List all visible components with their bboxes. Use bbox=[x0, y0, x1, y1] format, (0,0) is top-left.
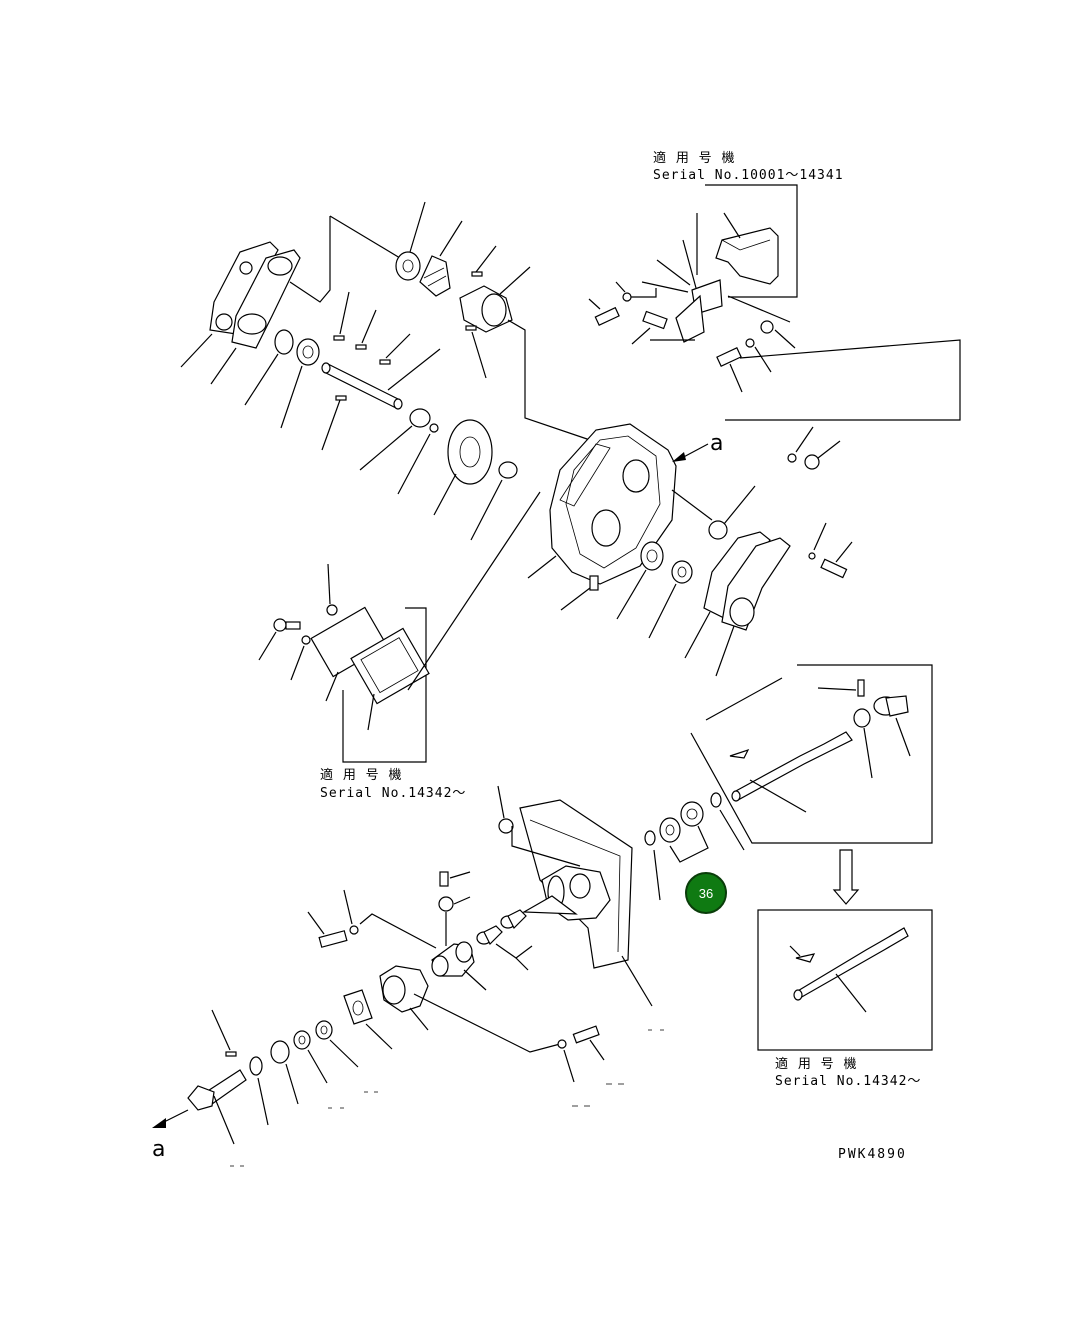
bolt-group-top bbox=[588, 281, 961, 421]
shaft-block-upper-right bbox=[690, 664, 933, 844]
retainer-group bbox=[343, 965, 561, 1053]
top-gear-group bbox=[395, 201, 497, 297]
serial-range-middle-left: Serial No.14342～ bbox=[320, 786, 466, 801]
center-gear-group bbox=[359, 408, 518, 541]
serial-range-top-right: Serial No.10001～14341 bbox=[653, 168, 844, 183]
callout-badge-label[interactable]: 36 bbox=[699, 886, 713, 901]
bolt-group-bottom bbox=[230, 1025, 664, 1167]
right-cover bbox=[684, 522, 853, 677]
output-shaft-group: a bbox=[152, 1009, 359, 1162]
bearing-group-mid bbox=[616, 541, 693, 639]
cover-bracket-assembly bbox=[641, 212, 779, 343]
serial-heading-middle-left: 適 用 号 機 bbox=[320, 767, 402, 783]
bearing-group-36 bbox=[644, 792, 745, 901]
upper-shaft bbox=[321, 348, 441, 410]
grease-fitting bbox=[560, 575, 599, 611]
serial-group-middle-left: 適 用 号 機 Serial No.14342～ bbox=[258, 491, 541, 801]
upper-left-cover bbox=[180, 215, 401, 385]
serial-heading-bottom-right: 適 用 号 機 bbox=[775, 1056, 857, 1072]
bearing-group-upper bbox=[244, 329, 320, 429]
arrow-down bbox=[832, 849, 860, 905]
direction-label-lower: a bbox=[152, 1137, 165, 1162]
flange-shaft-group bbox=[307, 871, 533, 991]
serial-group-top-right: 適 用 号 機 Serial No.10001～14341 bbox=[653, 150, 844, 298]
callout-badge-circle[interactable] bbox=[685, 872, 727, 914]
drawing-code: PWK4890 bbox=[838, 1147, 907, 1162]
serial-range-bottom-right: Serial No.14342～ bbox=[775, 1074, 921, 1089]
nut-group-right bbox=[708, 426, 841, 540]
pinion-shaft bbox=[459, 266, 591, 441]
pin-group-upper bbox=[321, 291, 411, 451]
callout-badge-36[interactable]: 36 bbox=[685, 872, 727, 914]
direction-arrow-upper: a bbox=[672, 431, 723, 462]
direction-label-upper: a bbox=[710, 431, 723, 456]
serial-group-bottom-right: 適 用 号 機 Serial No.14342～ bbox=[757, 909, 933, 1089]
serial-heading-top-right: 適 用 号 機 bbox=[653, 150, 735, 166]
lower-housing bbox=[497, 785, 653, 1007]
main-housing bbox=[527, 423, 713, 585]
